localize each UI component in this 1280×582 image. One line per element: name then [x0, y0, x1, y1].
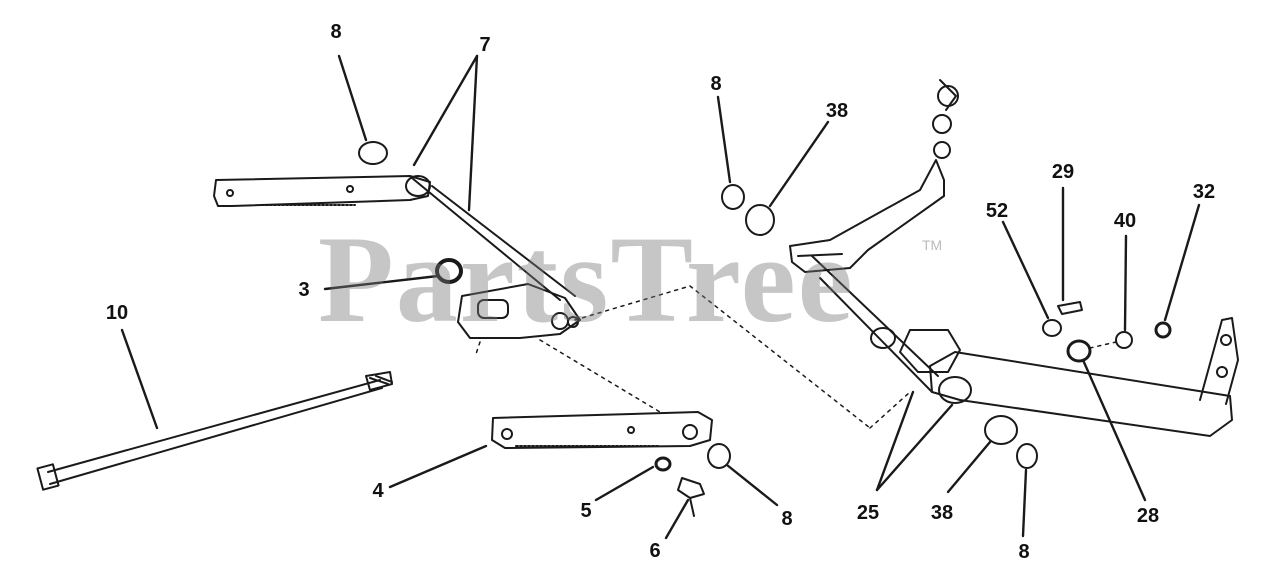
- callout-29: 29: [1051, 161, 1075, 183]
- callout-52: 52: [985, 200, 1009, 222]
- callout-38-bottom: 38: [930, 502, 954, 524]
- center-bracket: [457, 283, 581, 339]
- spacer-28: [1066, 339, 1092, 363]
- lower-arm: [491, 411, 713, 449]
- washer-8-bottom-mid: [707, 443, 731, 469]
- nut-32: [1154, 321, 1172, 339]
- diagonal-rod: [405, 175, 576, 301]
- callout-8-bottom-mid: 8: [781, 508, 793, 530]
- washer-8-bottom-right: [1016, 443, 1038, 469]
- upper-left-lift-arm: [213, 175, 431, 207]
- bushing-3: [435, 258, 463, 284]
- leader-lines: [120, 54, 1201, 540]
- right-lift-plate: [789, 79, 959, 273]
- pin-29: [1057, 301, 1083, 315]
- callout-7: 7: [479, 34, 491, 56]
- callout-32: 32: [1192, 181, 1216, 203]
- bushing-40: [1115, 331, 1133, 349]
- nut-5: [654, 456, 672, 472]
- callout-6: 6: [649, 540, 661, 562]
- callout-28: 28: [1136, 505, 1160, 527]
- assembly-guide-lines: [475, 285, 1117, 429]
- bolt-6: [677, 477, 705, 499]
- right-diagonal-bar: [811, 255, 939, 393]
- callout-10: 10: [105, 302, 129, 324]
- washers: [358, 141, 1172, 517]
- washer-8-top-mid: [721, 184, 745, 210]
- washer-38-bottom: [984, 415, 1018, 445]
- callout-40: 40: [1113, 210, 1137, 232]
- washer-38-top: [745, 204, 775, 236]
- clip-52: [1042, 319, 1062, 337]
- callout-3: 3: [298, 279, 310, 301]
- right-long-bar: [899, 317, 1239, 437]
- long-rod: [36, 371, 393, 491]
- callout-25: 25: [856, 502, 880, 524]
- callout-8-bottom-right: 8: [1018, 541, 1030, 563]
- trademark-mark: TM: [922, 237, 943, 253]
- callout-38-top: 38: [825, 100, 849, 122]
- washer-8-top-left: [358, 141, 388, 165]
- callout-8-top-left: 8: [330, 21, 342, 43]
- callout-4: 4: [372, 480, 384, 502]
- callout-8-top-mid: 8: [710, 73, 722, 95]
- callout-5: 5: [580, 500, 592, 522]
